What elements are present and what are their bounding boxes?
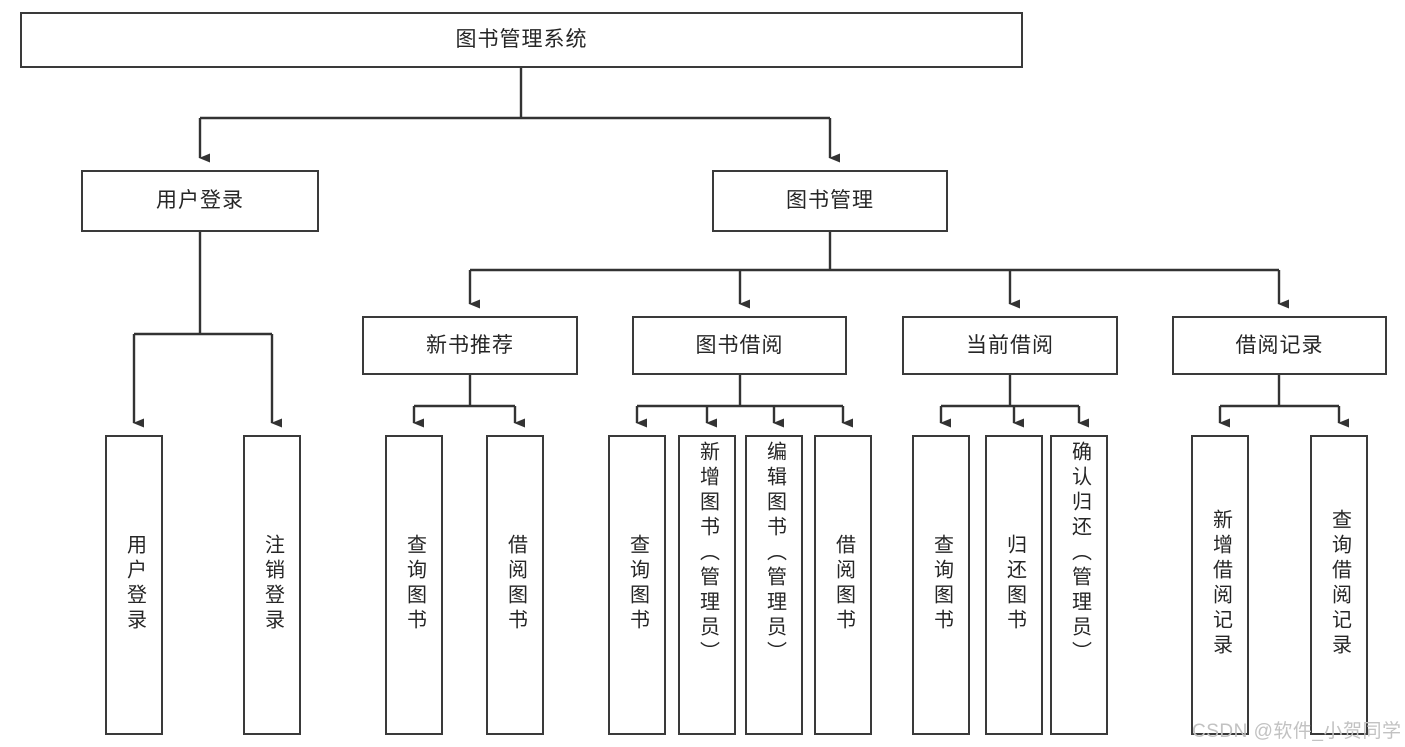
node-book-borrow[interactable]: 图书借阅 bbox=[632, 316, 847, 375]
node-label: 用户登录 bbox=[123, 534, 146, 634]
node-user-login[interactable]: 用户登录 bbox=[81, 170, 319, 232]
node-label: 查询借阅记录 bbox=[1328, 509, 1351, 659]
connector-record-to-leaves bbox=[1218, 375, 1349, 428]
node-label: 归还图书 bbox=[1003, 534, 1026, 634]
node-label: 注销登录 bbox=[261, 534, 284, 634]
node-current-borrow[interactable]: 当前借阅 bbox=[902, 316, 1118, 375]
node-label: 新增借阅记录 bbox=[1209, 509, 1232, 659]
node-borrow-record[interactable]: 借阅记录 bbox=[1172, 316, 1387, 375]
node-label: 新增图书（管理员） bbox=[696, 441, 719, 666]
leaf-user-login[interactable]: 用户登录 bbox=[105, 435, 163, 735]
connector-newbook-to-leaves bbox=[412, 375, 525, 428]
node-label: 图书借阅 bbox=[695, 333, 784, 357]
node-root-system[interactable]: 图书管理系统 bbox=[20, 12, 1023, 68]
connector-current-to-leaves bbox=[939, 375, 1089, 428]
csdn-watermark: CSDN @软件_小贺同学 bbox=[1192, 721, 1402, 742]
leaf-add-book-admin[interactable]: 新增图书（管理员） bbox=[678, 435, 736, 735]
leaf-query-book-recommend[interactable]: 查询图书 bbox=[385, 435, 443, 735]
node-label: 确认归还（管理员） bbox=[1068, 441, 1091, 666]
node-label: 图书管理系统 bbox=[455, 28, 588, 52]
node-label: 查询图书 bbox=[403, 534, 426, 634]
leaf-borrow-book-recommend[interactable]: 借阅图书 bbox=[486, 435, 544, 735]
leaf-confirm-return-admin[interactable]: 确认归还（管理员） bbox=[1050, 435, 1108, 735]
leaf-query-book-borrow[interactable]: 查询图书 bbox=[608, 435, 666, 735]
node-label: 查询图书 bbox=[930, 534, 953, 634]
node-label: 借阅图书 bbox=[832, 534, 855, 634]
connector-bookmgmt-to-level3 bbox=[468, 232, 1289, 309]
node-label: 借阅记录 bbox=[1235, 333, 1324, 357]
leaf-edit-book-admin[interactable]: 编辑图书（管理员） bbox=[745, 435, 803, 735]
leaf-return-book[interactable]: 归还图书 bbox=[985, 435, 1043, 735]
leaf-logout-login[interactable]: 注销登录 bbox=[243, 435, 301, 735]
node-label: 借阅图书 bbox=[504, 534, 527, 634]
node-label: 用户登录 bbox=[156, 189, 244, 213]
connector-borrow-to-leaves bbox=[635, 375, 853, 428]
node-label: 当前借阅 bbox=[966, 333, 1054, 357]
node-label: 新书推荐 bbox=[426, 333, 514, 357]
connector-root-to-level2 bbox=[198, 68, 840, 163]
leaf-add-borrow-record[interactable]: 新增借阅记录 bbox=[1191, 435, 1249, 735]
leaf-query-book-current[interactable]: 查询图书 bbox=[912, 435, 970, 735]
node-book-management[interactable]: 图书管理 bbox=[712, 170, 948, 232]
node-new-book-recommend[interactable]: 新书推荐 bbox=[362, 316, 578, 375]
leaf-borrow-book[interactable]: 借阅图书 bbox=[814, 435, 872, 735]
leaf-query-borrow-record[interactable]: 查询借阅记录 bbox=[1310, 435, 1368, 735]
node-label: 图书管理 bbox=[786, 189, 874, 213]
connector-userlogin-to-leaves bbox=[132, 232, 282, 428]
node-label: 查询图书 bbox=[626, 534, 649, 634]
node-label: 编辑图书（管理员） bbox=[763, 441, 786, 666]
